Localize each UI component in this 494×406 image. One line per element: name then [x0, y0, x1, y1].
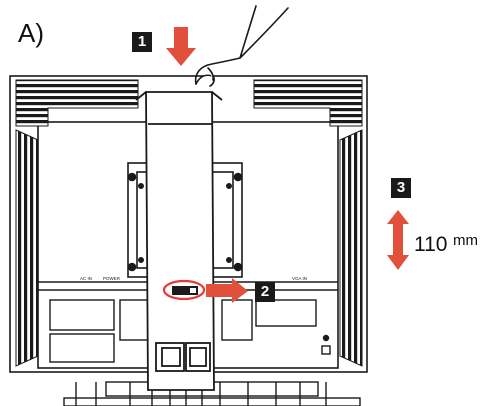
vent-grilles — [15, 79, 363, 367]
hand-icon — [194, 5, 289, 87]
port-label-vga-in: VGA IN — [292, 276, 307, 281]
port-label-ac-in: AC IN — [80, 276, 92, 281]
press-down-arrow-icon — [166, 27, 196, 66]
height-range-value: 110 — [414, 233, 448, 256]
step-3-badge: 3 — [391, 178, 411, 198]
port-labels: AC IN POWER VGA IN — [80, 276, 307, 281]
port-label-power: POWER — [103, 276, 121, 281]
slide-right-arrow-icon — [206, 278, 248, 303]
lock-pin-highlight — [162, 279, 206, 301]
stand-neck — [135, 91, 223, 391]
panel-label: A) — [18, 18, 44, 48]
step-2-badge: 2 — [255, 282, 275, 302]
height-range-arrow-icon — [387, 210, 409, 270]
lock-release-pin — [162, 279, 206, 301]
height-range-unit: mm — [453, 232, 478, 249]
step-1-badge: 1 — [132, 32, 152, 52]
